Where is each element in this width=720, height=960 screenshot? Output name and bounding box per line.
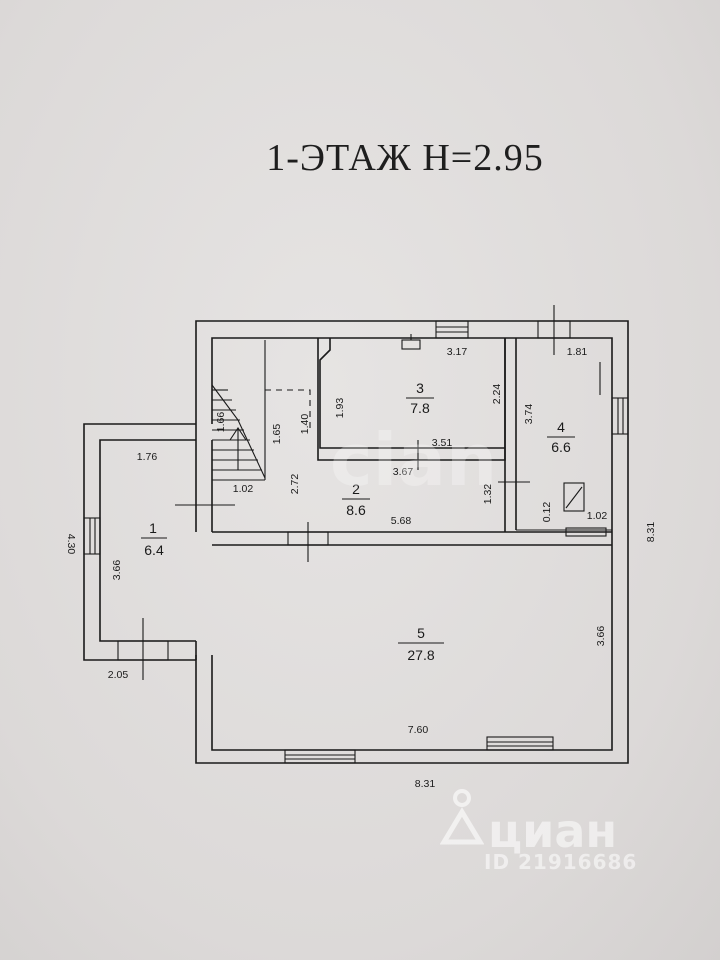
dim-room1-height: 3.66 [111,560,123,581]
dimension-labels: 8.31 8.31 4.30 2.05 1.76 3.66 1.66 1.65 … [65,346,657,790]
location-pin-icon [440,789,484,845]
outer-walls [83,320,629,764]
plan-title: 1-ЭТАЖ Н=2.95 [266,137,544,179]
dim-room5-width: 7.60 [408,724,429,736]
dim-room1-width: 1.76 [137,451,158,463]
staircase [211,384,266,481]
dim-room3-width: 3.17 [447,346,468,358]
room-4-area: 6.6 [551,439,571,455]
room-1-number: 1 [149,520,157,536]
dim-left-wing-width: 2.05 [108,669,129,681]
dim-left-wing-height: 4.30 [65,534,77,555]
dim-room2-a: 1.40 [299,414,311,435]
room-2-number: 2 [352,481,360,497]
watermark-brand: циан [488,804,618,858]
dim-room2-small: 1.02 [233,483,254,495]
dim-room2-width: 5.68 [391,515,412,527]
watermark-center: cian [330,418,498,502]
dim-room4-small-a: 0.12 [541,502,553,523]
dim-room5-height: 3.66 [595,626,607,647]
dim-room2-c: 1.32 [482,484,494,505]
dim-room2-b: 2.72 [289,474,301,495]
room-3-number: 3 [416,380,424,396]
dashed-overhead [265,389,311,430]
room-1-area: 6.4 [144,542,164,558]
room-4-number: 4 [557,419,565,435]
dim-room4-small-b: 1.02 [587,510,608,522]
interior-walls [195,338,612,546]
dim-room4-height: 3.74 [523,404,535,425]
dim-room3-height: 1.93 [334,398,346,419]
dim-room3-height2: 2.24 [491,384,503,405]
room-5-area: 27.8 [407,647,434,663]
room-3-area: 7.8 [410,400,430,416]
dim-room2-mid: 3.67 [393,466,414,478]
watermark-id: ID 21916686 [484,850,638,874]
dim-stair-1: 1.66 [215,412,227,433]
dim-overall-width: 8.31 [415,778,436,790]
windows [83,305,629,764]
doors [175,334,601,506]
dim-overall-height: 8.31 [645,522,657,543]
dim-stair-2: 1.65 [271,424,283,445]
room-2-area: 8.6 [346,502,366,518]
dim-room4-width: 1.81 [567,346,588,358]
dim-room3-width2: 3.51 [432,437,453,449]
room-5-number: 5 [417,625,425,641]
boiler-icon [563,482,585,512]
room-labels: 1 6.4 2 8.6 3 7.8 4 6.6 5 27.8 [141,380,575,663]
